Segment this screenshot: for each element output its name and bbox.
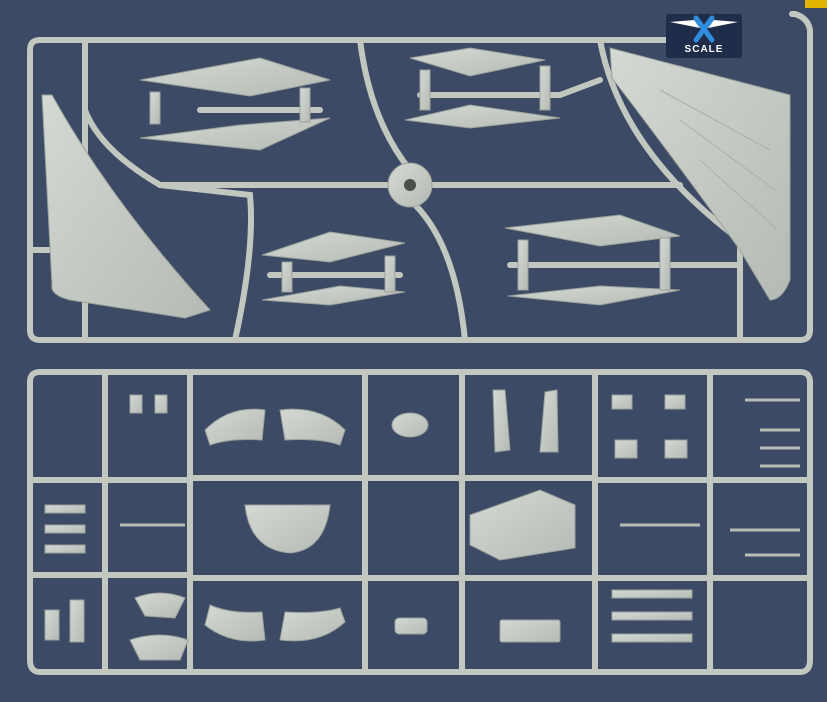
part-left-wing <box>41 94 211 319</box>
logo-text: SCALE <box>684 44 724 55</box>
right-wing-panel-lines <box>659 89 779 231</box>
part-cowl-pair <box>204 408 346 642</box>
part-cockpit-floor <box>469 489 576 561</box>
upper-sprue-frame <box>27 11 813 343</box>
part-bulkhead-disc <box>244 504 331 554</box>
fin-pair-3 <box>261 231 406 306</box>
brand-logo: SCALE <box>666 14 742 58</box>
fin-pair-1 <box>139 57 331 151</box>
fin-pair-2 <box>404 47 561 129</box>
part-right-wing <box>609 47 791 301</box>
fin-pair-4 <box>504 214 681 306</box>
winged-x-icon <box>670 15 738 43</box>
runner-hub <box>387 162 433 208</box>
part-small-brackets <box>44 394 693 643</box>
part-struts <box>120 398 800 557</box>
lower-sprue-frame <box>27 369 813 675</box>
part-gear-legs <box>492 389 559 453</box>
part-wheel-hub <box>391 412 429 635</box>
edge-accent <box>805 0 827 8</box>
part-seat-halves <box>129 592 189 661</box>
